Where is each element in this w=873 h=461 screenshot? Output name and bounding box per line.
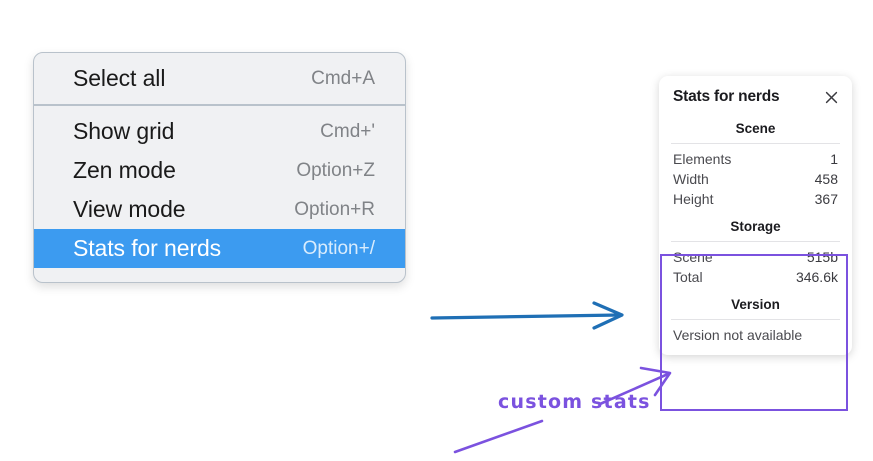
section-divider xyxy=(671,241,840,242)
menu-group-primary: Select all Cmd+A xyxy=(34,53,405,106)
close-icon[interactable] xyxy=(823,89,840,106)
stat-value: 515b xyxy=(806,249,838,265)
stats-for-nerds-panel: Stats for nerds Scene Elements 1 Width 4… xyxy=(659,76,852,355)
menu-item-zen-mode[interactable]: Zen mode Option+Z xyxy=(34,151,405,190)
menu-item-stats-for-nerds[interactable]: Stats for nerds Option+/ xyxy=(34,229,405,268)
section-divider xyxy=(671,319,840,320)
menu-item-select-all[interactable]: Select all Cmd+A xyxy=(34,59,405,98)
section-storage: Storage Scene 515b Total 346.6k xyxy=(659,218,852,287)
menu-item-view-mode[interactable]: View mode Option+R xyxy=(34,190,405,229)
menu-item-shortcut: Option+R xyxy=(294,198,375,220)
menu-item-label: View mode xyxy=(73,196,186,222)
custom-stats-annotation-label: custom stats xyxy=(498,391,651,413)
version-note: Version not available xyxy=(673,327,803,343)
stat-row-height: Height 367 xyxy=(659,189,852,209)
stat-label: Total xyxy=(673,269,703,285)
stat-value: 346.6k xyxy=(795,269,838,285)
panel-header: Stats for nerds xyxy=(659,88,852,106)
section-heading-storage: Storage xyxy=(730,219,781,234)
stat-row-width: Width 458 xyxy=(659,169,852,189)
menu-item-label: Zen mode xyxy=(73,157,176,183)
stat-label: Width xyxy=(673,171,709,187)
stat-value: 458 xyxy=(814,171,838,187)
section-scene: Scene Elements 1 Width 458 Height 367 xyxy=(659,120,852,209)
section-version: Version Version not available xyxy=(659,296,852,345)
section-heading-version: Version xyxy=(731,297,780,312)
menu-item-label: Select all xyxy=(73,65,166,91)
section-heading-scene: Scene xyxy=(735,121,776,136)
menu-group-secondary: Show grid Cmd+' Zen mode Option+Z View m… xyxy=(34,106,405,282)
stat-label: Scene xyxy=(673,249,713,265)
menu-item-show-grid[interactable]: Show grid Cmd+' xyxy=(34,112,405,151)
menu-item-shortcut: Cmd+' xyxy=(320,120,375,142)
panel-title: Stats for nerds xyxy=(673,88,780,105)
blue-arrow xyxy=(430,301,624,330)
menu-item-label: Stats for nerds xyxy=(73,235,222,261)
stat-label: Elements xyxy=(673,151,732,167)
stat-row-elements: Elements 1 xyxy=(659,149,852,169)
stat-value: 1 xyxy=(830,151,838,167)
menu-item-shortcut: Option+/ xyxy=(302,237,375,259)
stat-row-storage-total: Total 346.6k xyxy=(659,267,852,287)
stat-label: Height xyxy=(673,191,714,207)
stat-value: 367 xyxy=(814,191,838,207)
menu-item-shortcut: Option+Z xyxy=(296,159,375,181)
menu-item-label: Show grid xyxy=(73,118,175,144)
menu-item-shortcut: Cmd+A xyxy=(311,67,375,89)
stat-row-storage-scene: Scene 515b xyxy=(659,247,852,267)
section-divider xyxy=(671,143,840,144)
purple-arrow-lower xyxy=(453,419,544,454)
context-menu[interactable]: Select all Cmd+A Show grid Cmd+' Zen mod… xyxy=(33,52,406,283)
